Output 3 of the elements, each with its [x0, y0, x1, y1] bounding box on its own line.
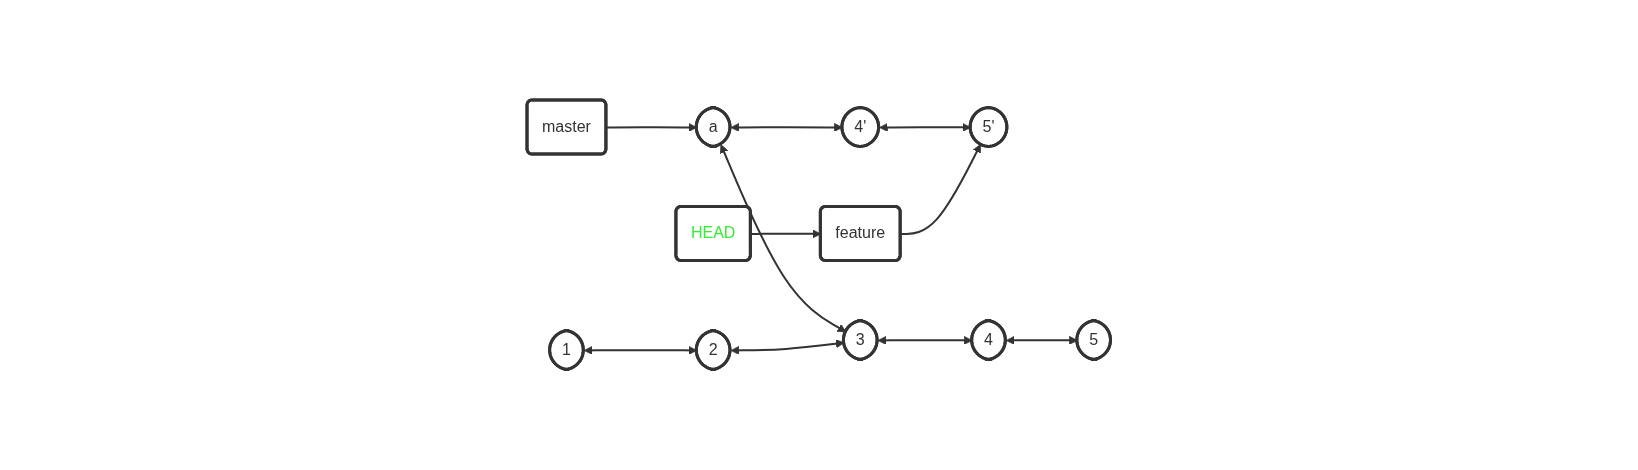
- arrow: [720, 144, 847, 333]
- arrow: [1006, 336, 1078, 345]
- arrow: [877, 336, 973, 346]
